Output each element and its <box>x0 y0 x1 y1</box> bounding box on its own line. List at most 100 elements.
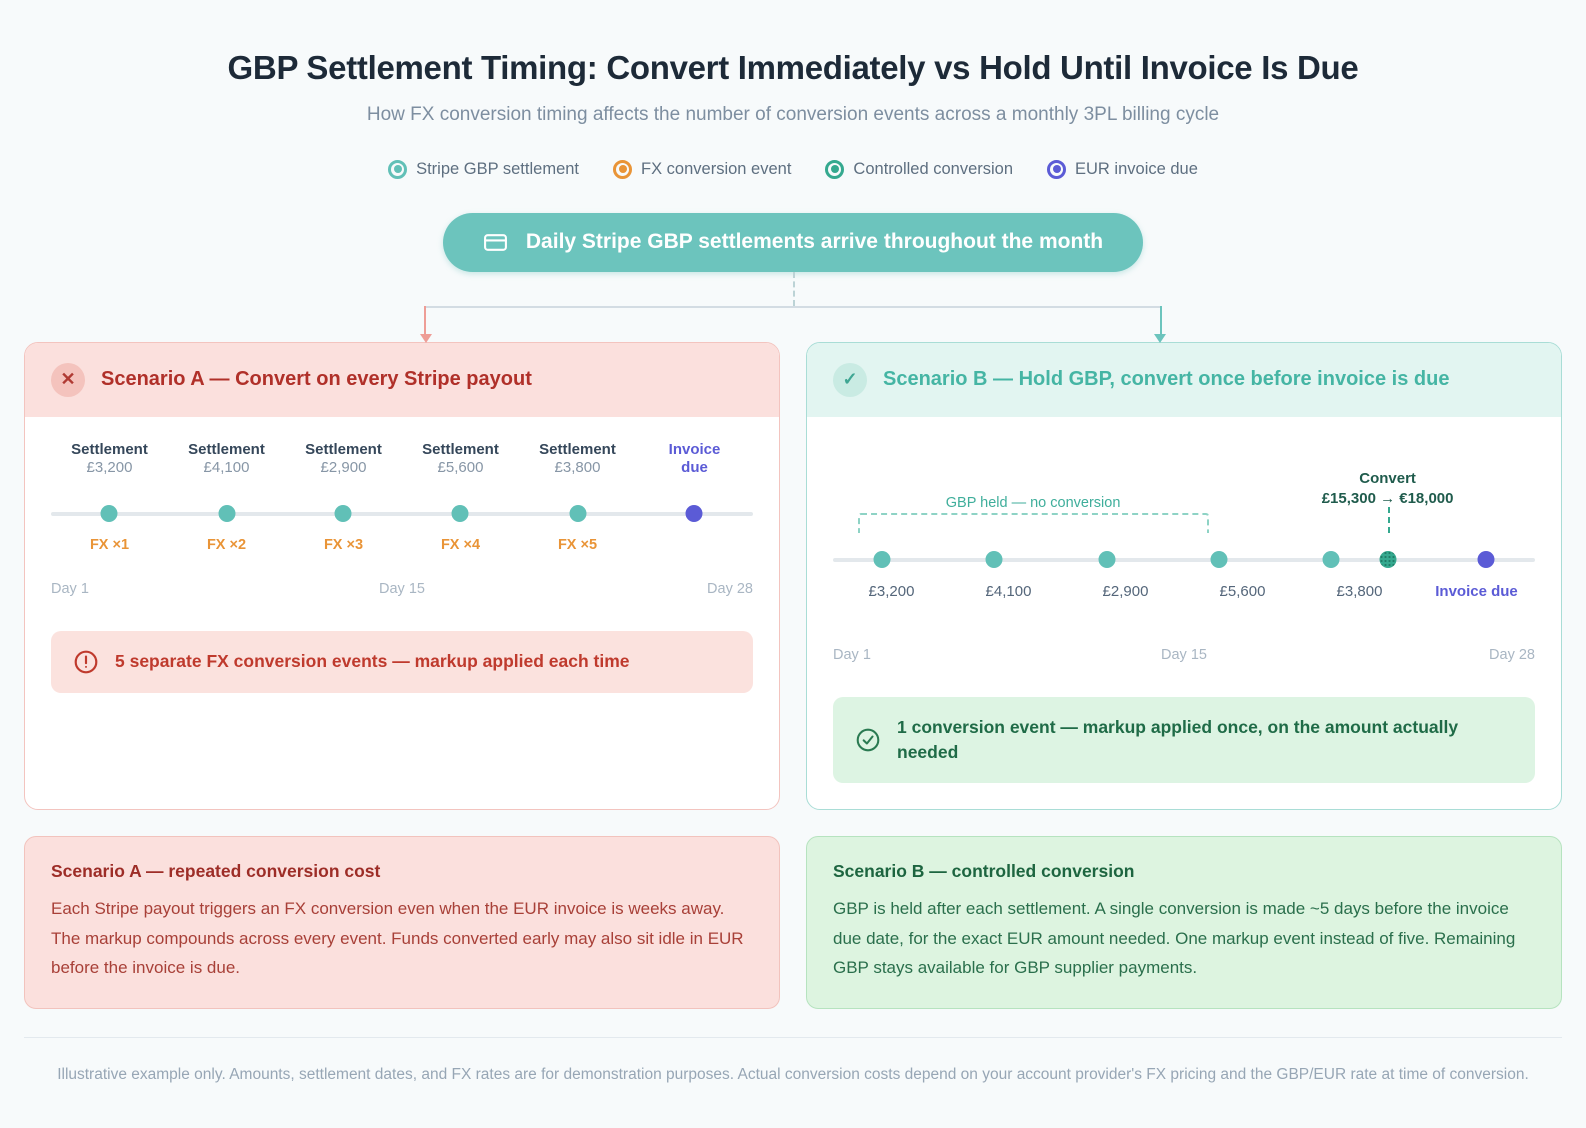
legend: Stripe GBP settlement FX conversion even… <box>24 159 1562 179</box>
timeline-b-dot-convert <box>1379 550 1397 568</box>
footer-disclaimer: Illustrative example only. Amounts, sett… <box>57 1066 1529 1084</box>
timeline-b-dot-settlement-2 <box>985 550 1003 568</box>
timeline-a-dot-invoice-due <box>685 504 703 522</box>
scenario-cards: ✕ Scenario A — Convert on every Stripe p… <box>24 341 1562 811</box>
scenario-a-title: Scenario A — Convert on every Stripe pay… <box>101 368 532 391</box>
legend-item-fx-event: FX conversion event <box>613 159 792 179</box>
check-circle-icon <box>855 727 881 753</box>
legend-item-invoice-due: EUR invoice due <box>1047 159 1198 179</box>
timeline-b-amount-labels: £3,200 £4,100 £2,900 £5,600 £3,800 Invoi… <box>833 583 1535 625</box>
label-title: Settlement <box>422 440 499 458</box>
connector-diagram <box>24 271 1562 343</box>
scenario-b-title: Scenario B — Hold GBP, convert once befo… <box>883 368 1450 391</box>
convert-connector <box>1387 506 1390 533</box>
timeline-a-label-2: Settlement £2,900 <box>285 441 402 487</box>
fx-label-4: FX ×4 <box>440 536 481 553</box>
explanation-a-card: Scenario A — repeated conversion cost Ea… <box>24 836 780 1010</box>
day-mid: Day 15 <box>1161 646 1207 663</box>
timeline-a-dot-settlement-2 <box>218 504 235 522</box>
timeline-b-track <box>833 547 1535 573</box>
day-end: Day 28 <box>707 580 753 597</box>
timeline-a-dot-settlement-1 <box>100 504 118 522</box>
timeline-b-dot-settlement-1 <box>873 550 891 568</box>
timeline-b-dot-settlement-5 <box>1322 550 1340 568</box>
timeline-a-dot-settlement-4 <box>451 504 469 522</box>
banner-text: Daily Stripe GBP settlements arrive thro… <box>525 230 1104 254</box>
ring-marker-icon <box>1047 159 1067 179</box>
timeline-b-dot-settlement-4 <box>1210 550 1228 568</box>
amount-label-2: £4,100 <box>985 582 1032 600</box>
fx-label-none <box>636 537 753 559</box>
arrow-down-right-icon <box>1154 333 1166 343</box>
legend-label: FX conversion event <box>641 159 792 178</box>
timeline-b-line <box>833 557 1535 562</box>
card-icon <box>483 230 508 255</box>
alert-circle-icon <box>73 649 99 675</box>
scenario-a-callout: 5 separate FX conversion events — markup… <box>51 630 753 693</box>
scenario-a-card: ✕ Scenario A — Convert on every Stripe p… <box>24 341 780 811</box>
label-amount: due <box>681 459 708 477</box>
explanation-cards: Scenario A — repeated conversion cost Ea… <box>24 836 1562 1010</box>
ring-marker-icon <box>388 159 408 179</box>
scenario-a-header: ✕ Scenario A — Convert on every Stripe p… <box>25 342 779 417</box>
timeline-b-day-axis: Day 1 Day 15 Day 28 <box>833 647 1535 663</box>
legend-label: Stripe GBP settlement <box>416 159 579 178</box>
label-amount: £2,900 <box>320 459 367 477</box>
timeline-b-dot-settlement-3 <box>1098 550 1116 568</box>
ring-marker-icon <box>825 159 845 179</box>
page-title: GBP Settlement Timing: Convert Immediate… <box>227 49 1359 86</box>
connector-bar <box>424 305 1162 308</box>
explanation-b-card: Scenario B — controlled conversion GBP i… <box>806 836 1562 1010</box>
label-title: Settlement <box>71 440 148 458</box>
convert-callout: Convert £15,300 → €18,000 <box>1322 470 1454 507</box>
gbp-held-label: GBP held — no conversion <box>945 494 1121 511</box>
timeline-a-top-labels: Settlement £3,200 Settlement £4,100 Sett… <box>51 441 753 487</box>
timeline-a-label-3: Settlement £5,600 <box>402 441 519 487</box>
label-amount: £4,100 <box>203 459 250 477</box>
label-title: Invoice <box>668 440 721 458</box>
scenario-a-timeline: Settlement £3,200 Settlement £4,100 Sett… <box>51 441 753 597</box>
amount-label-5: £3,800 <box>1336 582 1383 600</box>
timeline-a-dot-settlement-3 <box>334 504 352 522</box>
amount-label-1: £3,200 <box>868 582 915 600</box>
day-start: Day 1 <box>51 580 89 597</box>
scenario-a-body: Settlement £3,200 Settlement £4,100 Sett… <box>25 417 779 719</box>
timeline-a-label-1: Settlement £4,100 <box>168 441 285 487</box>
ring-marker-icon <box>613 159 632 179</box>
convert-label: Convert <box>1359 469 1416 487</box>
label-amount: £5,600 <box>437 459 484 477</box>
timeline-a-fx-labels: FX ×1 FX ×2 FX ×3 FX ×4 FX ×5 <box>51 537 753 559</box>
settlement-banner: Daily Stripe GBP settlements arrive thro… <box>442 212 1144 272</box>
convert-amount: £15,300 → €18,000 <box>1321 489 1454 507</box>
connector-branch-left <box>424 305 426 336</box>
banner-wrapper: Daily Stripe GBP settlements arrive thro… <box>24 212 1562 272</box>
footer-divider <box>24 1037 1562 1039</box>
label-title: Settlement <box>188 440 265 458</box>
scenario-b-callout: 1 conversion event — markup applied once… <box>833 696 1535 784</box>
gbp-held-bracket <box>857 512 1209 533</box>
timeline-a-dot-settlement-5 <box>569 504 586 522</box>
label-title: Settlement <box>305 440 382 458</box>
explanation-a-title: Scenario A — repeated conversion cost <box>51 861 381 882</box>
connector-stub <box>793 271 795 306</box>
fx-label-2: FX ×2 <box>206 536 247 553</box>
timeline-b-dot-invoice-due <box>1477 550 1495 568</box>
scenario-a-callout-text: 5 separate FX conversion events — markup… <box>115 650 630 671</box>
fx-label-3: FX ×3 <box>323 536 364 553</box>
amount-label-3: £2,900 <box>1102 582 1149 600</box>
cross-circle-icon: ✕ <box>51 362 85 397</box>
day-end: Day 28 <box>1489 646 1535 663</box>
legend-item-controlled-conversion: Controlled conversion <box>825 159 1014 179</box>
timeline-b-annotations: GBP held — no conversion Convert £15,300… <box>833 441 1535 533</box>
timeline-a-track <box>51 501 753 527</box>
label-amount: £3,200 <box>86 459 133 477</box>
scenario-b-card: ✓ Scenario B — Hold GBP, convert once be… <box>806 341 1562 811</box>
timeline-a-label-4: Settlement £3,800 <box>519 441 636 487</box>
label-title: Settlement <box>539 440 616 458</box>
legend-label: Controlled conversion <box>853 159 1014 178</box>
explanation-b-title: Scenario B — controlled conversion <box>833 861 1135 882</box>
day-mid: Day 15 <box>379 580 425 597</box>
scenario-b-body: GBP held — no conversion Convert £15,300… <box>807 417 1561 810</box>
label-amount: £3,800 <box>554 459 601 477</box>
